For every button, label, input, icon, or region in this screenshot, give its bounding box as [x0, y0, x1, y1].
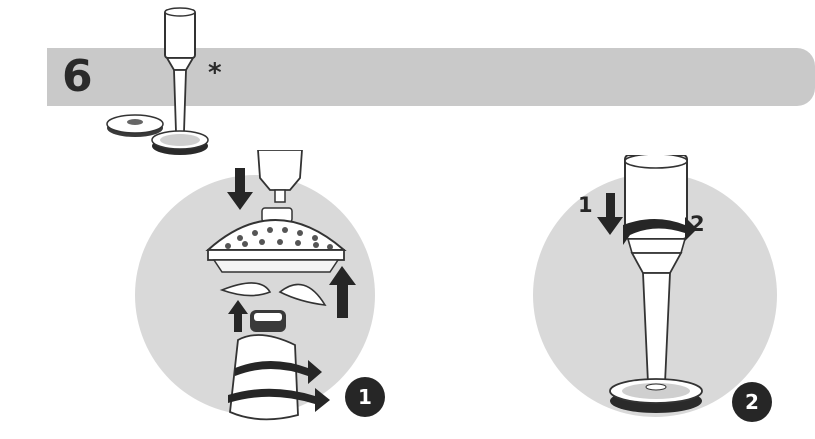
- step-badge-1: 1: [345, 377, 385, 417]
- assembly-panel-1: [135, 150, 375, 421]
- note-asterisk: *: [208, 58, 222, 88]
- push-step-label: 1: [578, 193, 593, 217]
- step-number: 6: [62, 51, 93, 102]
- stand-reference-illustration: [106, 7, 209, 155]
- step-badge-2: 2: [732, 382, 772, 422]
- turn-step-label: 2: [690, 212, 705, 236]
- assembly-panel-2: [533, 155, 777, 417]
